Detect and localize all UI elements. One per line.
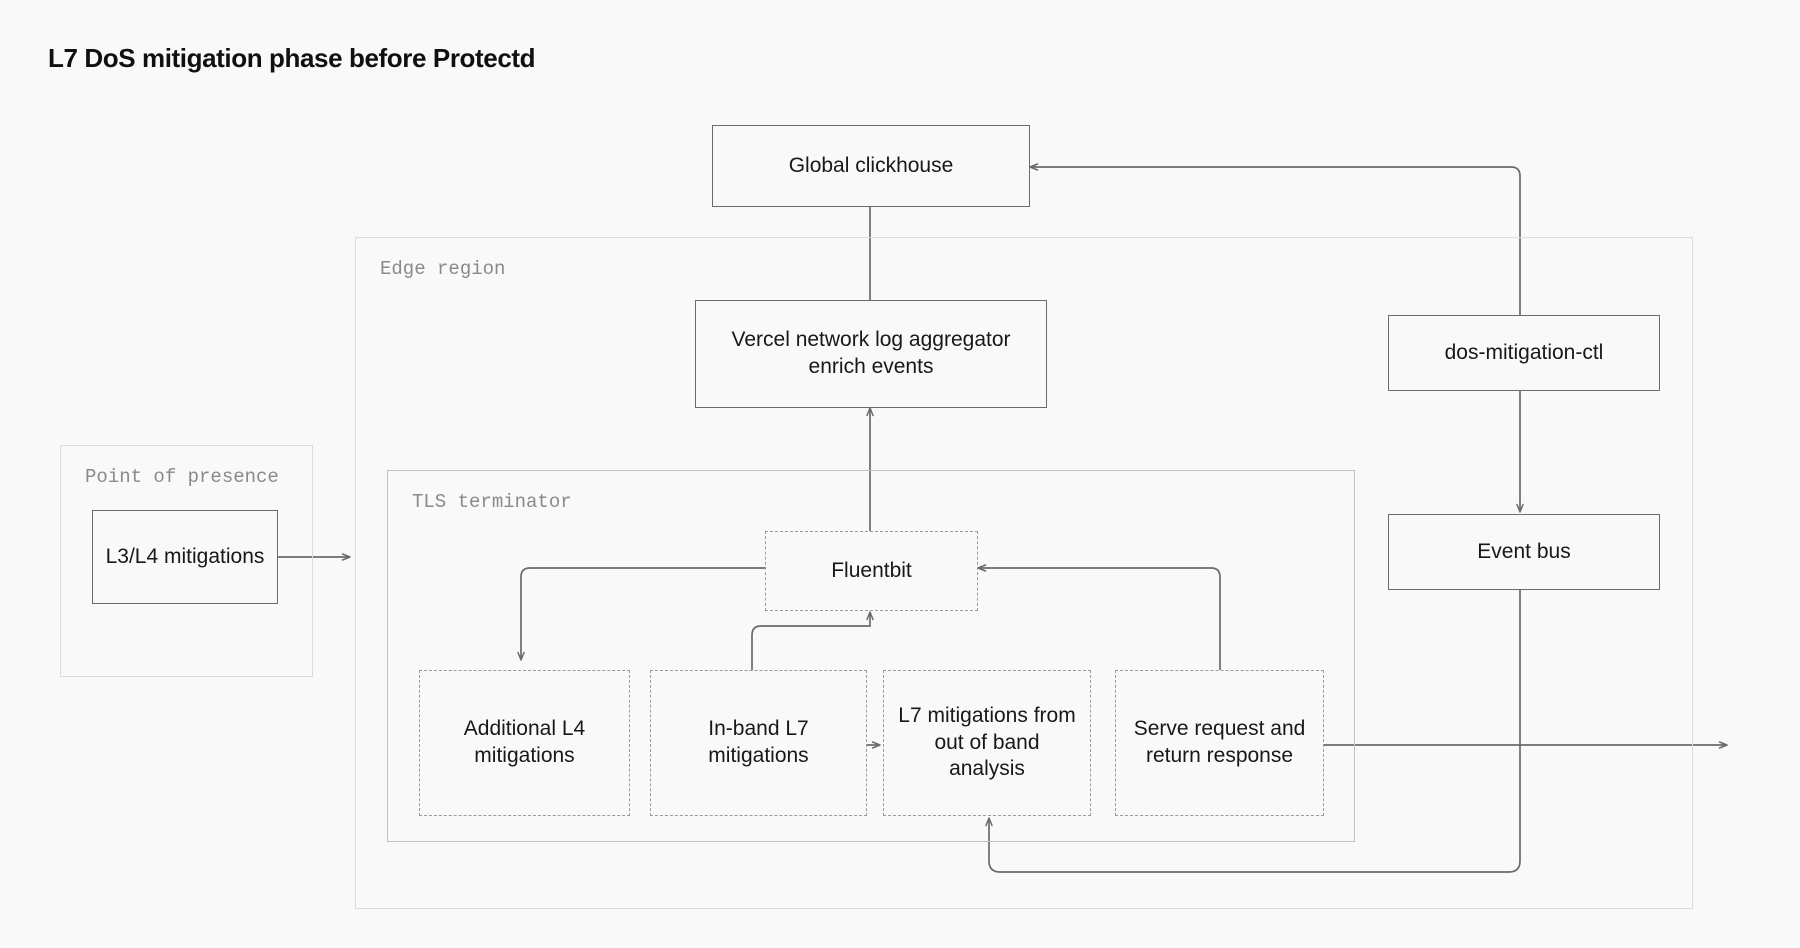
group-point-of-presence <box>60 445 313 677</box>
group-edge-region <box>355 237 1693 909</box>
node-l3-l4-mitigations-label: L3/L4 mitigations <box>105 544 265 568</box>
node-dos-mitigation-ctl-label: dos-mitigation-ctl <box>1444 340 1604 364</box>
node-oob-l7-mitigations[interactable]: L7 mitigations from out of band analysis <box>883 670 1091 816</box>
node-vercel-aggregator[interactable]: Vercel network log aggregator enrich eve… <box>695 300 1047 408</box>
group-tls-terminator <box>387 470 1355 842</box>
node-event-bus[interactable]: Event bus <box>1388 514 1660 590</box>
node-inband-l7-mitigations-label: In-band L7 mitigations <box>708 717 809 767</box>
node-fluentbit[interactable]: Fluentbit <box>765 531 978 611</box>
group-tls-terminator-label: TLS terminator <box>412 491 572 513</box>
node-oob-l7-mitigations-label: L7 mitigations from out of band analysis <box>898 703 1076 781</box>
node-fluentbit-label: Fluentbit <box>831 558 912 582</box>
node-vercel-aggregator-label: Vercel network log aggregator enrich eve… <box>731 328 1011 378</box>
node-dos-mitigation-ctl[interactable]: dos-mitigation-ctl <box>1388 315 1660 391</box>
node-serve-request[interactable]: Serve request and return response <box>1115 670 1324 816</box>
node-event-bus-label: Event bus <box>1477 539 1571 563</box>
node-additional-l4-mitigations[interactable]: Additional L4 mitigations <box>419 670 630 816</box>
node-l3-l4-mitigations[interactable]: L3/L4 mitigations <box>92 510 278 604</box>
node-serve-request-label: Serve request and return response <box>1133 717 1306 767</box>
group-edge-region-label: Edge region <box>380 258 506 280</box>
node-inband-l7-mitigations[interactable]: In-band L7 mitigations <box>650 670 867 816</box>
node-additional-l4-mitigations-label: Additional L4 mitigations <box>463 717 586 767</box>
node-global-clickhouse-label: Global clickhouse <box>788 153 954 177</box>
group-point-of-presence-label: Point of presence <box>85 466 279 488</box>
node-global-clickhouse[interactable]: Global clickhouse <box>712 125 1030 207</box>
page-title: L7 DoS mitigation phase before Protectd <box>48 43 536 73</box>
